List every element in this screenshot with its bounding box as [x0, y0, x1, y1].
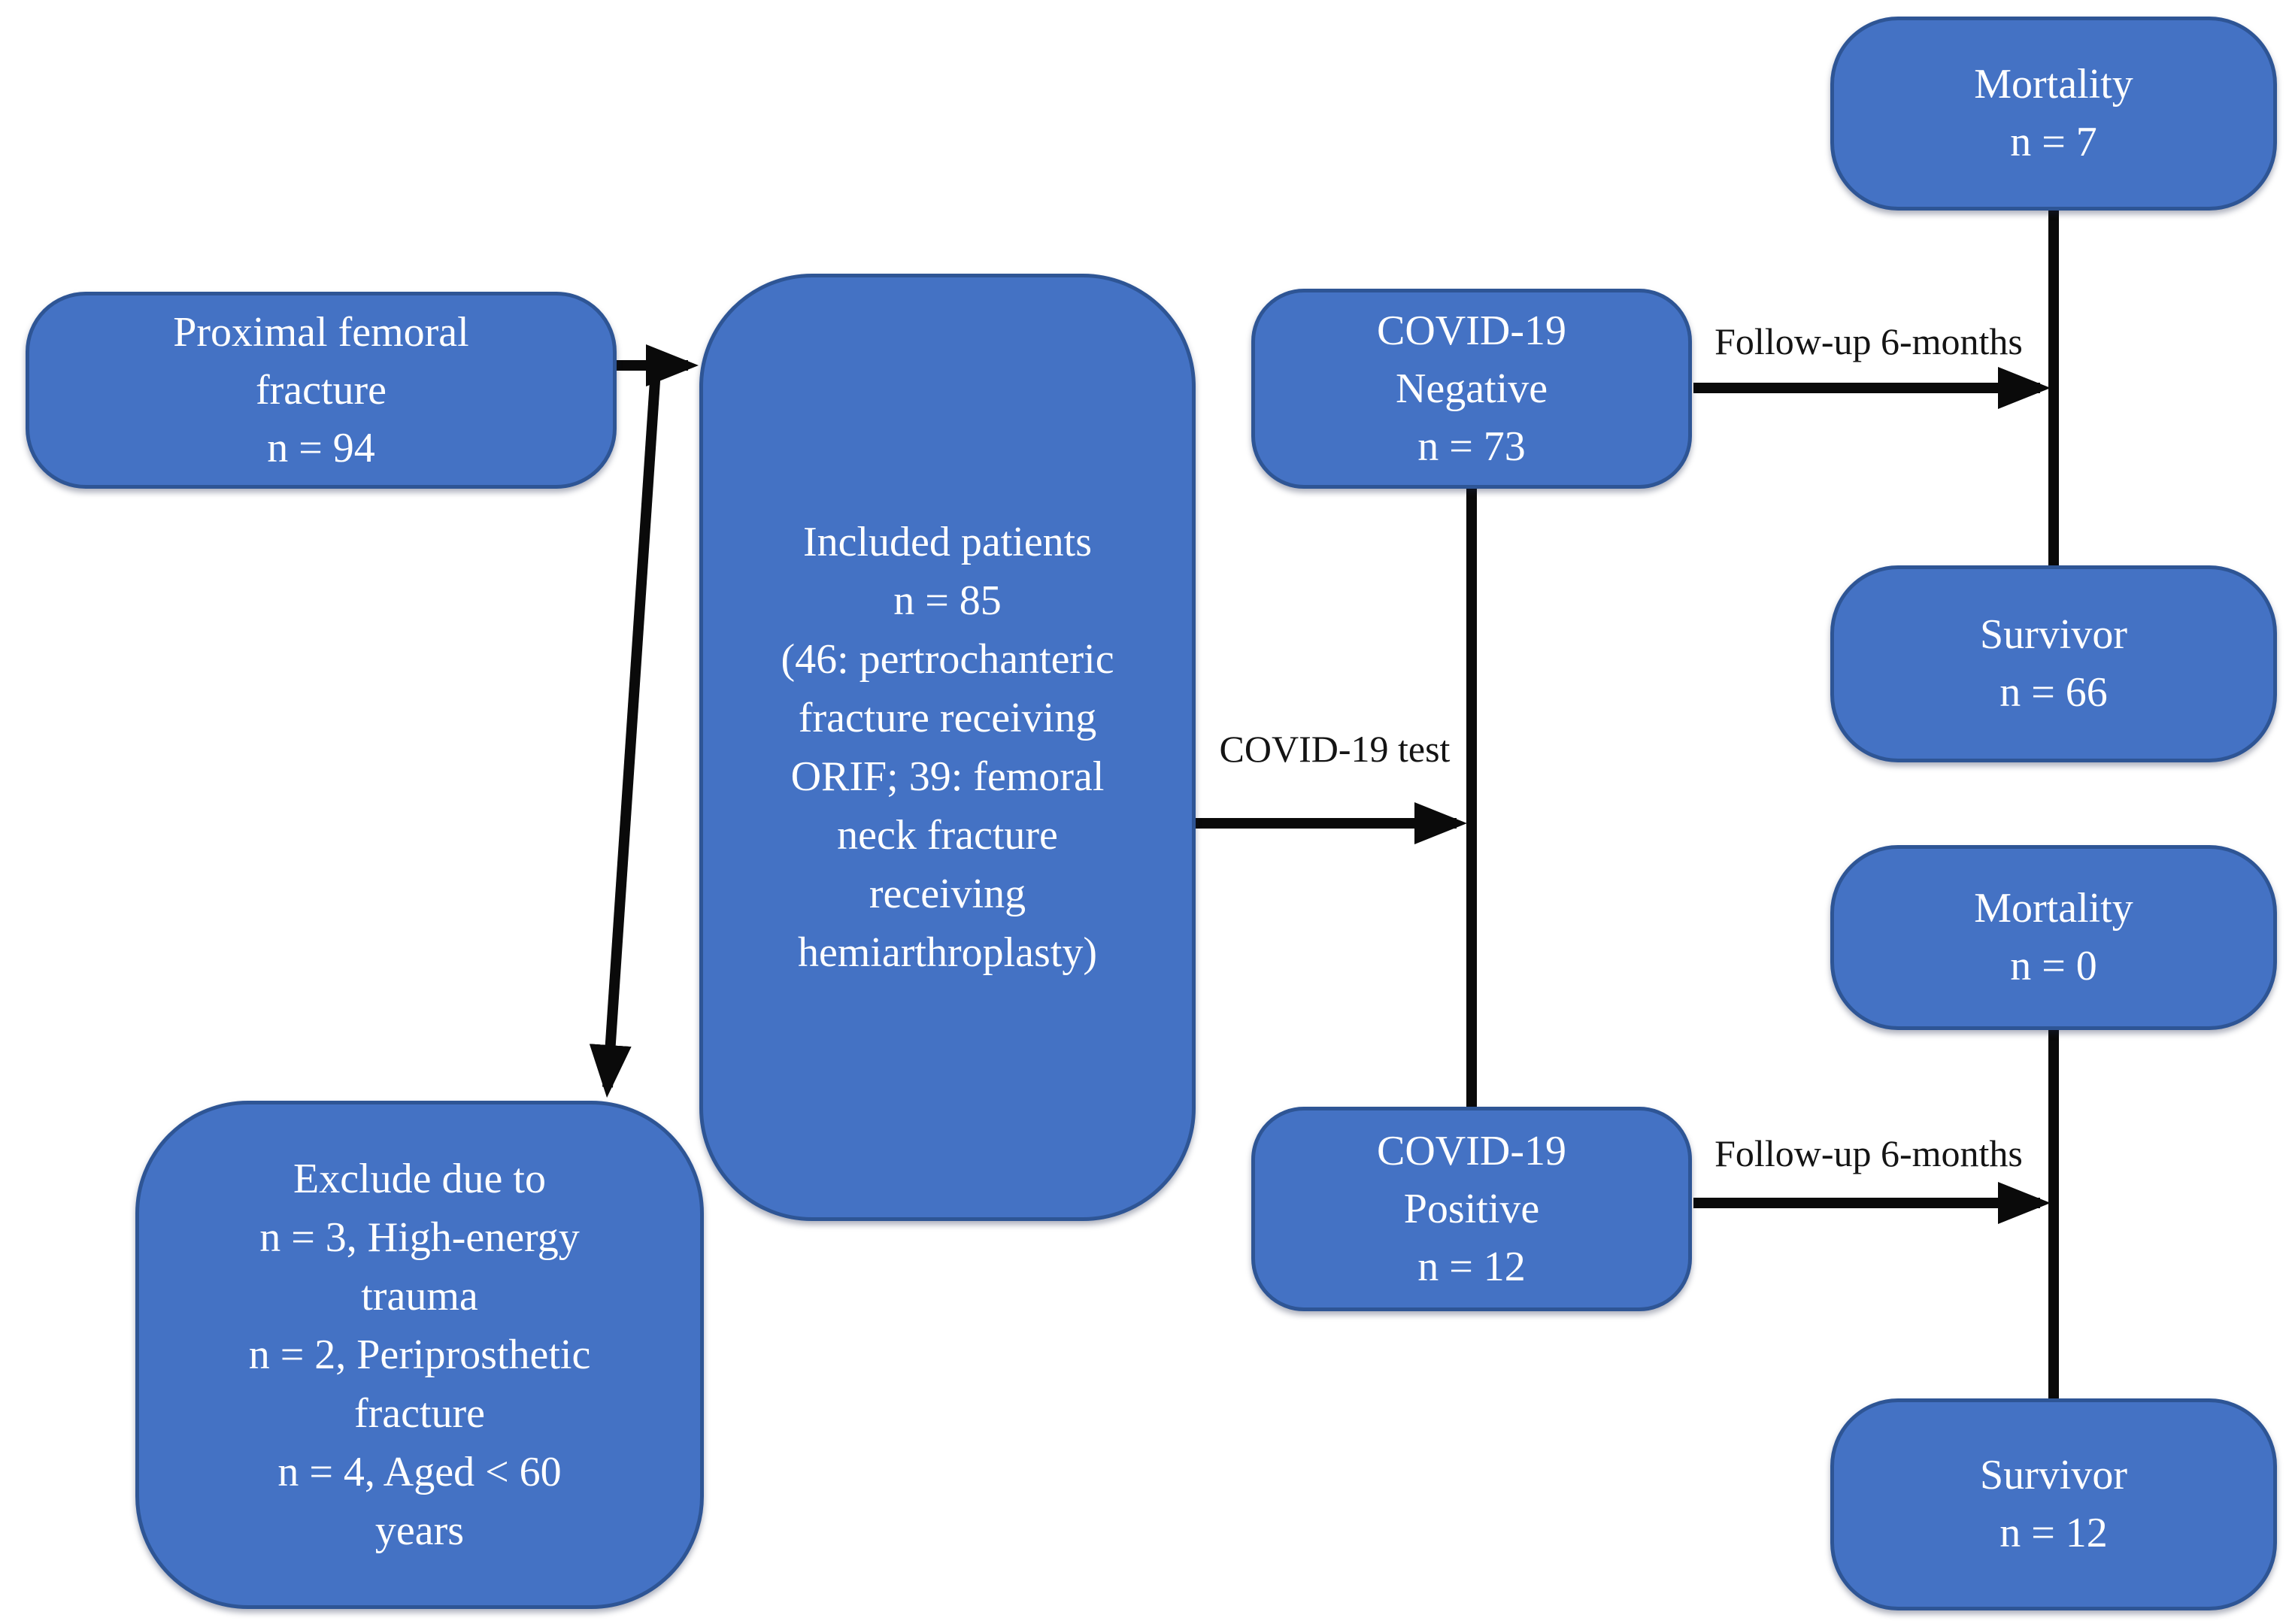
node-text-line: years [374, 1507, 465, 1554]
node-text-line: n = 4, Aged < 60 [277, 1449, 562, 1495]
node-text-line: COVID-19 [1377, 1127, 1566, 1174]
node-text-line: Included patients [802, 519, 1093, 565]
node-text-line: (46: pertrochanteric [781, 636, 1114, 683]
node-mortality-covid-positive: Mortality n = 0 [1830, 845, 2277, 1030]
edge-label-covid-test: COVID-19 test [1219, 728, 1451, 770]
node-text-line: Positive [1403, 1185, 1540, 1232]
node-text-line: Exclude due to [293, 1156, 546, 1202]
node-covid-negative: COVID-19 Negative n = 73 [1251, 289, 1692, 489]
node-text-line: Survivor [1980, 611, 2127, 658]
node-text-line: n = 0 [2010, 943, 2097, 989]
node-excluded-patients: Exclude due to n = 3, High-energy trauma… [135, 1101, 704, 1609]
node-text-line: n = 66 [1999, 669, 2108, 716]
node-text-line: fracture [255, 366, 387, 414]
node-text-line: fracture [353, 1390, 486, 1437]
node-mortality-covid-negative: Mortality n = 7 [1830, 17, 2277, 211]
node-text-line: Mortality [1974, 885, 2133, 932]
arrow-proximal-to-excluded [589, 369, 661, 1098]
node-proximal-femoral-fracture: Proximal femoral fracture n = 94 [26, 292, 617, 489]
node-text-line: hemiarthroplasty) [797, 929, 1098, 976]
node-text-line: COVID-19 [1377, 307, 1566, 354]
node-text-line: n = 3, High-energy [259, 1214, 580, 1261]
node-text-line: n = 85 [893, 577, 1002, 624]
node-text-line: Survivor [1980, 1452, 2127, 1498]
node-text-line: fracture receiving [798, 695, 1097, 741]
node-text-line: n = 12 [1417, 1243, 1526, 1290]
node-text-line: neck fracture [837, 812, 1058, 859]
edge-label-followup-negative: Follow-up 6-months [1714, 320, 2023, 362]
node-text-line: n = 12 [1999, 1510, 2108, 1556]
node-text-line: Proximal femoral [173, 308, 469, 356]
node-text-line: n = 2, Periprosthetic [248, 1332, 591, 1378]
node-text-line: n = 7 [2010, 119, 2097, 165]
node-text-line: n = 94 [267, 424, 375, 471]
node-text-line: n = 73 [1417, 423, 1526, 470]
node-text-line: Mortality [1974, 61, 2133, 108]
node-text-line: receiving [869, 871, 1026, 917]
node-survivor-covid-positive: Survivor n = 12 [1830, 1398, 2277, 1610]
node-included-patients: Included patients n = 85 (46: pertrochan… [699, 274, 1196, 1221]
edge-label-followup-positive: Follow-up 6-months [1714, 1132, 2023, 1174]
node-covid-positive: COVID-19 Positive n = 12 [1251, 1107, 1692, 1311]
node-text-line: trauma [361, 1273, 478, 1320]
node-survivor-covid-negative: Survivor n = 66 [1830, 565, 2277, 762]
node-text-line: ORIF; 39: femoral [790, 753, 1105, 800]
node-text-line: Negative [1395, 365, 1548, 412]
